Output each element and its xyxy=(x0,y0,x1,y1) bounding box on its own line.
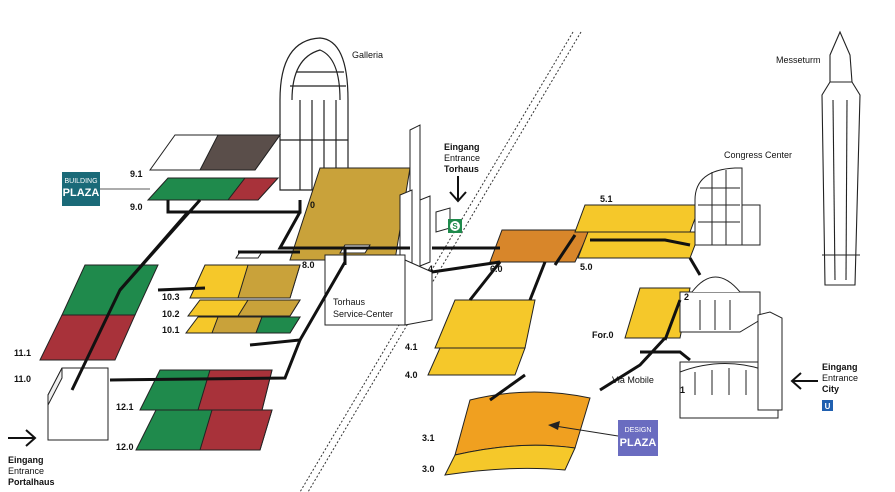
svg-text:BUILDING: BUILDING xyxy=(64,178,97,185)
hall-1-label: 1 xyxy=(680,385,685,395)
hall-11-1[interactable] xyxy=(39,264,159,361)
entrance-torhaus[interactable]: Eingang Entrance Torhaus xyxy=(444,142,480,203)
hall-9-0-label: 9.0 xyxy=(130,202,143,212)
svg-text:Eingang: Eingang xyxy=(822,362,858,372)
hall-4-1-label: 4.1 xyxy=(405,342,418,352)
svg-text:Entrance: Entrance xyxy=(444,153,480,163)
hall-5-0[interactable] xyxy=(577,231,701,259)
svg-text:U: U xyxy=(825,402,831,411)
service-line1: Torhaus xyxy=(333,297,366,307)
svg-text:Eingang: Eingang xyxy=(8,455,44,465)
entrance-city[interactable]: Eingang Entrance City xyxy=(790,362,858,394)
hall-11-1-label: 11.1 xyxy=(14,348,31,358)
congress-center-label: Congress Center xyxy=(724,150,792,160)
galleria-building[interactable] xyxy=(279,37,349,191)
hall-5-0-label: 5.0 xyxy=(580,262,593,272)
via-mobile-label: Via Mobile xyxy=(612,375,654,385)
hall-10-3[interactable] xyxy=(189,264,301,299)
hall-10-2[interactable] xyxy=(187,299,301,317)
hall-4-0-label: 4.0 xyxy=(405,370,418,380)
railway-track xyxy=(299,31,582,492)
svg-text:Entrance: Entrance xyxy=(822,373,858,383)
hall-9-1-label: 9.1 xyxy=(130,169,143,179)
hall-10-1[interactable] xyxy=(185,316,301,334)
svg-text:PLAZA: PLAZA xyxy=(63,187,100,199)
svg-text:Eingang: Eingang xyxy=(444,142,480,152)
hall-12-1-label: 12.1 xyxy=(116,402,134,412)
messeturm-label: Messeturm xyxy=(776,55,821,65)
svg-text:DESIGN: DESIGN xyxy=(625,427,652,434)
torhaus-service-center[interactable] xyxy=(324,254,433,326)
hall-9-0[interactable] xyxy=(146,177,280,201)
galleria-label: Galleria xyxy=(352,50,383,60)
entrance-portalhaus[interactable]: Eingang Entrance Portalhaus xyxy=(8,429,55,487)
portalhaus-building[interactable] xyxy=(47,367,109,441)
hall-5-1[interactable] xyxy=(574,204,701,233)
svg-text:Portalhaus: Portalhaus xyxy=(8,477,55,487)
walkways-left xyxy=(70,199,410,391)
hall-2-building[interactable] xyxy=(679,276,761,333)
design-plaza-pointer xyxy=(548,421,619,437)
hall-9-1[interactable] xyxy=(149,134,281,171)
design-plaza-badge[interactable]: DESIGN PLAZA xyxy=(618,420,658,456)
hall-12-1[interactable] xyxy=(139,369,273,411)
hall-3-0-label: 3.0 xyxy=(422,464,435,474)
building-plaza-badge[interactable]: BUILDING PLAZA xyxy=(62,172,100,206)
svg-text:S: S xyxy=(452,222,458,231)
u-bahn-icon: U xyxy=(822,400,833,411)
svg-text:PLAZA: PLAZA xyxy=(620,437,657,449)
hall-12-0-label: 12.0 xyxy=(116,442,134,452)
hall-4-label: 4 xyxy=(428,264,433,274)
s-bahn-icon: S xyxy=(448,219,462,233)
svg-text:Torhaus: Torhaus xyxy=(444,164,479,174)
hall-3-1-label: 3.1 xyxy=(422,433,435,443)
service-line2: Service-Center xyxy=(333,309,393,319)
hall-10-2-label: 10.2 xyxy=(162,309,180,319)
hall-5-1-label: 5.1 xyxy=(600,194,613,204)
svg-text:Entrance: Entrance xyxy=(8,466,44,476)
hall-for-0[interactable] xyxy=(624,287,691,339)
hall-0-label: 0 xyxy=(310,200,315,210)
congress-center-building[interactable] xyxy=(694,167,761,246)
hall-for-0-label: For.0 xyxy=(592,330,614,340)
hall-6-0[interactable] xyxy=(489,229,591,263)
walkways-right xyxy=(431,234,702,402)
hall-3-0[interactable] xyxy=(444,444,576,476)
hall-10-3-label: 10.3 xyxy=(162,292,180,302)
hall-11-0-label: 11.0 xyxy=(14,374,31,384)
hall-4-0[interactable] xyxy=(427,347,526,376)
svg-text:City: City xyxy=(822,384,839,394)
messeturm-building[interactable] xyxy=(821,30,861,286)
hall-4-1[interactable] xyxy=(434,299,536,349)
torhaus-building[interactable] xyxy=(399,124,451,276)
hall-1-building[interactable] xyxy=(679,311,783,419)
hall-10-1-label: 10.1 xyxy=(162,325,180,335)
hall-12-0[interactable] xyxy=(135,409,273,451)
hall-2-label: 2 xyxy=(684,292,689,302)
hall-8-0-label: 8.0 xyxy=(302,260,315,270)
